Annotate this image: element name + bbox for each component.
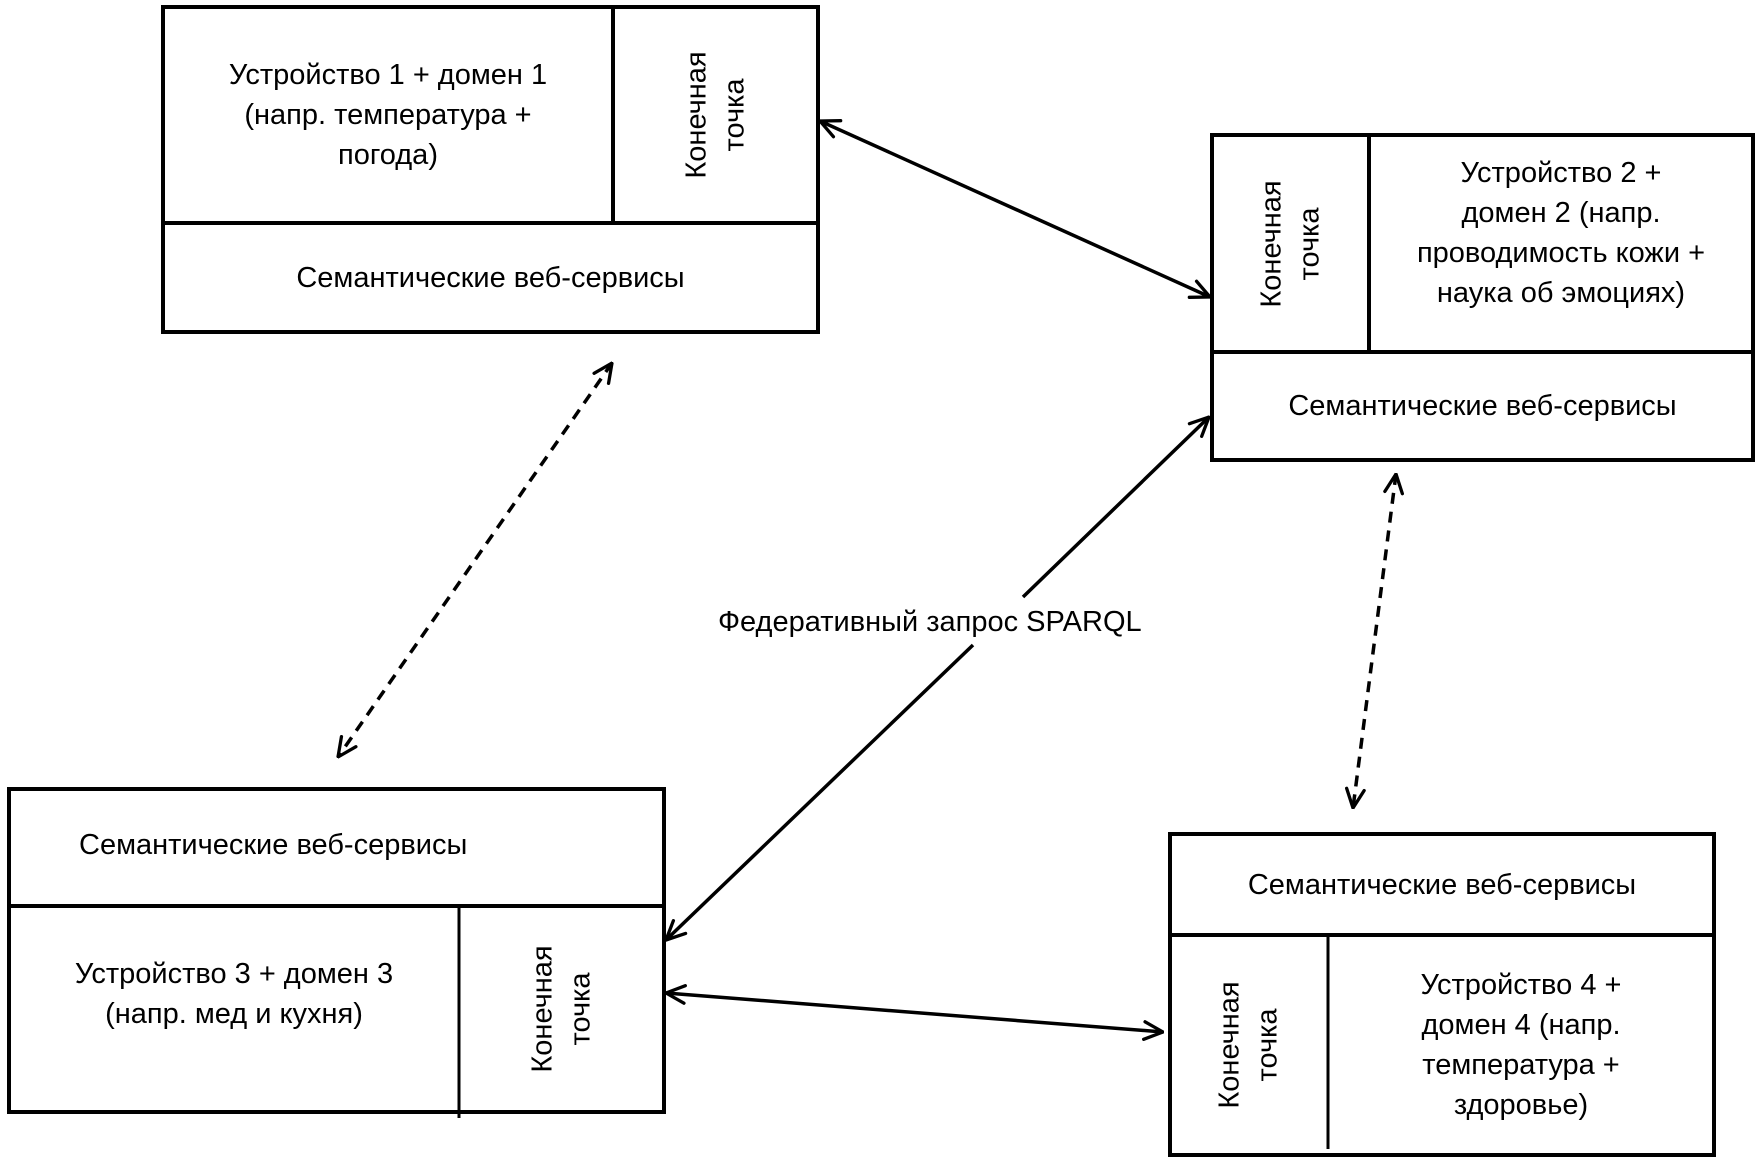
edge-sparql-lower-segment [666,643,975,940]
node-1-device-line: Устройство 1 + домен 1 [228,59,548,91]
node-4-device-line: температура + [1422,1049,1620,1081]
node-3-device-line: (напр. мед и кухня) [105,998,363,1030]
edge-dashed-node2-node4 [1353,474,1396,808]
node-3-border [7,787,666,1114]
node-1-device-cell: Устройство 1 + домен 1 (напр. температур… [165,9,611,221]
node-4 [1168,832,1716,1157]
node-3-services-label: Семантические веб-сервисы [79,828,468,861]
node-1-endpoint-cell: Конечная точка [615,9,816,221]
node-1-services-label: Семантические веб-сервисы [296,261,685,294]
sparql-edge-label: Федеративный запрос SPARQL [718,606,1142,638]
node-4-device-line: Устройство 4 + [1420,969,1622,1001]
node-2-services-label: Семантические веб-сервисы [1288,390,1677,422]
node-1-services-cell: Семантические веб-сервисы [165,225,816,330]
node-2 [1210,133,1755,462]
node-4-services-cell: Семантические веб-сервисы [1172,836,1712,933]
node-4-services-label: Семантические веб-сервисы [1247,868,1637,901]
edge-sparql-node3-node2 [666,417,1209,940]
node-1-endpoint-label: Конечная точка [677,51,753,178]
node-3-services-cell: Семантические веб-сервисы [11,791,662,904]
node-2-endpoint-label: Конечная точка [1252,180,1328,307]
node-3-device-line: Устройство 3 + домен 3 [74,958,394,990]
node-4-endpoint-label: Конечная точка [1211,981,1287,1108]
node-4-endpoint-line: точка [1251,1008,1284,1082]
node-4-device-cell: Устройство 4 + домен 4 (напр. температур… [1330,937,1712,1153]
node-2-endpoint-cell: Конечная точка [1214,137,1367,350]
node-4-device-line: домен 4 (напр. [1421,1009,1621,1041]
node-3-endpoint-line: Конечная [526,945,559,1073]
node-3-endpoint-cell: Конечная точка [461,908,662,1110]
node-1-device-label: Устройство 1 + домен 1 (напр. температур… [229,55,547,175]
node-4-endpoint-cell: Конечная точка [1172,937,1326,1153]
node-1-endpoint-line: Конечная [680,51,713,179]
node-1-device-line: (напр. температура + [244,99,532,131]
edge-dashed-node1-node3 [338,363,612,757]
node-2-device-line: наука об эмоциях) [1436,276,1686,309]
node-1-endpoint-line: точка [718,78,751,152]
node-3 [7,787,666,1118]
node-1-device-line: погода) [338,139,438,171]
node-4-endpoint-line: Конечная [1213,981,1246,1109]
node-3-endpoint-line: точка [564,972,597,1046]
node-2-endpoint-line: точка [1293,206,1326,281]
node-3-device-label: Устройство 3 + домен 3 (напр. мед и кухн… [75,954,393,1034]
node-3-endpoint-label: Конечная точка [523,945,599,1072]
node-3-device-cell: Устройство 3 + домен 3 (напр. мед и кухн… [11,908,457,1110]
node-2-border [1210,133,1755,462]
node-2-endpoint-line: Конечная [1255,179,1288,308]
node-4-border [1168,832,1716,1157]
node-2-device-line: домен 2 (напр. [1461,196,1661,229]
node-4-device-line: здоровье) [1453,1089,1589,1121]
edge-sparql-upper-segment [1021,417,1209,599]
node-1 [161,5,820,334]
node-2-device-label: Устройство 2 + домен 2 (напр. проводимос… [1417,153,1705,313]
node-2-services-cell: Семантические веб-сервисы [1214,354,1751,458]
node-2-device-line: проводимость кожи + [1416,236,1706,269]
edge-node3-node4 [666,993,1163,1032]
node-2-device-line: Устройство 2 + [1460,156,1662,189]
node-2-device-cell: Устройство 2 + домен 2 (напр. проводимос… [1371,137,1751,350]
edge-node1-node2 [820,121,1210,297]
node-4-device-label: Устройство 4 + домен 4 (напр. температур… [1421,965,1622,1125]
node-1-border [161,5,820,334]
